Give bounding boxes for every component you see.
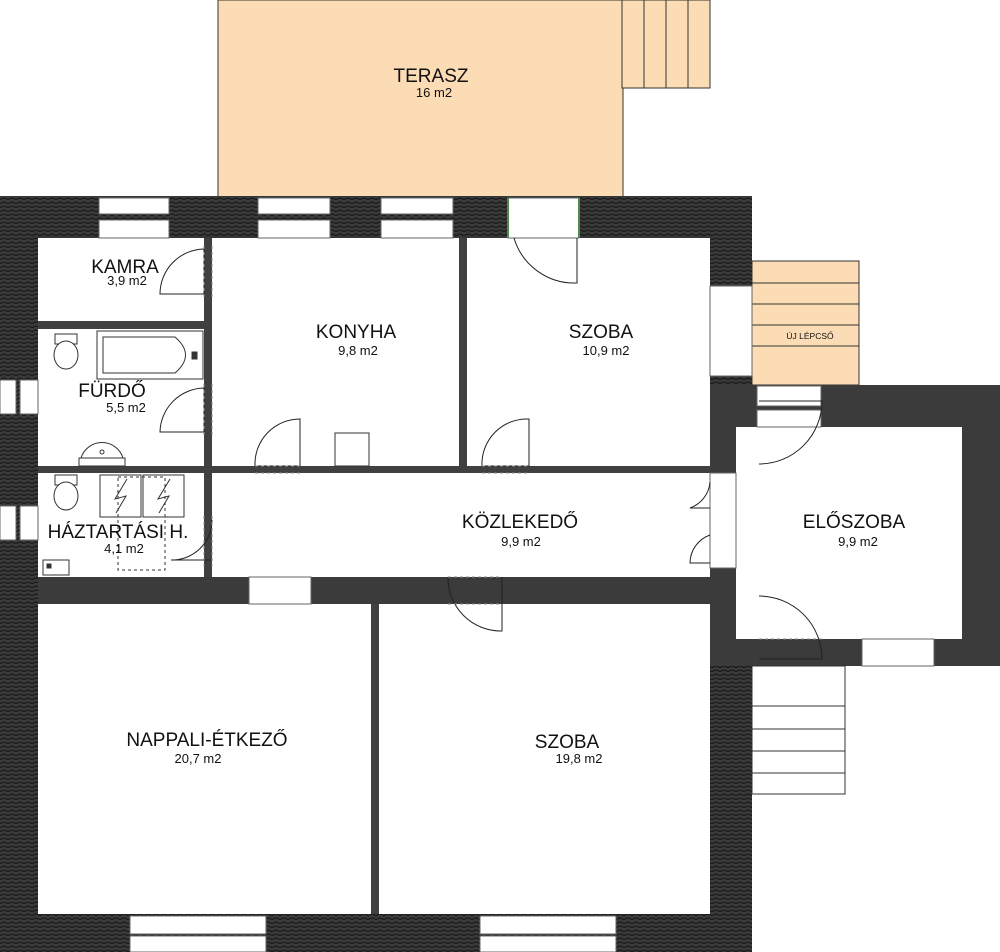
dark-walls (38, 385, 1000, 666)
room-area: 10,9 m2 (583, 343, 630, 358)
room-area: 4,1 m2 (104, 541, 144, 556)
room-name: NAPPALI-ÉTKEZŐ (126, 729, 287, 751)
room-label-konyha: KONYHA 9,8 m2 (316, 322, 397, 358)
room-label-szoba-lower: SZOBA 19,8 m2 (535, 732, 603, 766)
toilet-bathroom (53, 333, 79, 370)
room-label-eloszoba: ELŐSZOBA 9,9 m2 (803, 511, 906, 549)
glass-frames (507, 198, 580, 238)
room-area: 9,9 m2 (838, 534, 878, 549)
bathtub (96, 330, 204, 380)
appliances (99, 474, 185, 571)
room-area: 19,8 m2 (556, 751, 603, 766)
room-name: FÜRDŐ (78, 380, 146, 402)
room-area: 20,7 m2 (175, 751, 222, 766)
room-area: 9,9 m2 (501, 534, 541, 549)
room-label-haztartasi: HÁZTARTÁSI H. 4,1 m2 (48, 522, 189, 556)
room-area: 16 m2 (416, 85, 452, 100)
room-name: HÁZTARTÁSI H. (48, 522, 189, 543)
room-label-terasz: TERASZ 16 m2 (394, 66, 469, 100)
room-name: KÖZLEKEDŐ (462, 511, 578, 533)
entrance-steps (751, 665, 846, 795)
utility-sink (42, 559, 70, 576)
room-label-kamra: KAMRA 3,9 m2 (91, 257, 159, 288)
room-label-szoba-upper: SZOBA 10,9 m2 (569, 322, 634, 358)
washbasin (78, 442, 126, 467)
room-name: KONYHA (316, 322, 397, 343)
windows (0, 197, 935, 952)
terrace-steps (621, 0, 711, 89)
room-area: 3,9 m2 (107, 273, 147, 288)
room-name: KAMRA (91, 257, 159, 278)
door-swings (159, 237, 823, 660)
new-stair (751, 260, 860, 386)
room-name: SZOBA (569, 322, 634, 343)
room-label-furdo: FÜRDŐ 5,5 m2 (78, 380, 146, 415)
room-label-kozlekedo: KÖZLEKEDŐ 9,9 m2 (462, 511, 578, 549)
stair-label: ÚJ LÉPCSŐ (786, 331, 834, 341)
room-name: ELŐSZOBA (803, 511, 906, 533)
room-name: TERASZ (394, 66, 469, 87)
kitchen-cabinet (334, 432, 370, 467)
toilet-utility (53, 474, 79, 511)
interior-walls (38, 238, 710, 914)
room-name: SZOBA (535, 732, 600, 753)
terrace (217, 0, 624, 199)
room-label-nappali: NAPPALI-ÉTKEZŐ 20,7 m2 (126, 729, 287, 766)
room-area: 5,5 m2 (106, 400, 146, 415)
room-area: 9,8 m2 (338, 343, 378, 358)
